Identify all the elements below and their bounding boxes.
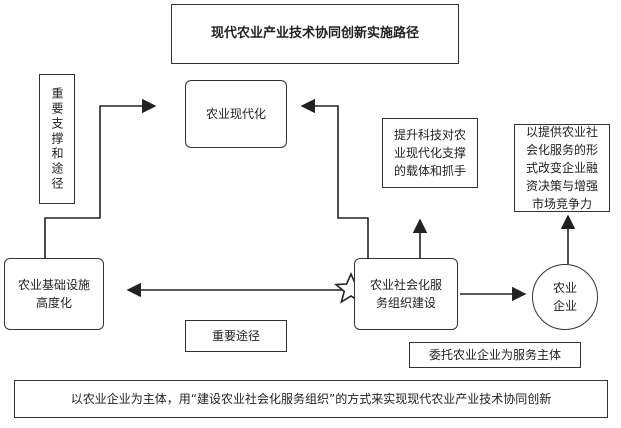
label-carrier: 提升科技对农业现代化支撑的载体和抓手 [382, 118, 478, 188]
arrow-service-to-modernization [300, 98, 369, 258]
label-enterprise-effect: 以提供农业社会化服务的形式改变企业融资决策与增强市场竞争力 [514, 124, 610, 212]
label-entrust: 委托农业企业为服务主体 [409, 342, 581, 368]
footer-summary: 以农业企业为主体，用“建设农业社会化服务组织”的方式来实现现代农业产业技术协同创… [14, 380, 608, 418]
arrow-infrastructure-to-modernization [44, 98, 157, 258]
node-modernization: 农业现代化 [185, 80, 287, 148]
diagram-title: 现代农业产业技术协同创新实施路径 [171, 4, 459, 64]
label-important-path: 重要途径 [185, 320, 287, 352]
node-service-org: 农业社会化服务组织建设 [354, 258, 458, 330]
node-enterprise: 农业企业 [532, 264, 598, 330]
node-infrastructure: 农业基础设施高度化 [4, 258, 104, 330]
label-support-path: 重要支撑和途径 [39, 74, 75, 204]
